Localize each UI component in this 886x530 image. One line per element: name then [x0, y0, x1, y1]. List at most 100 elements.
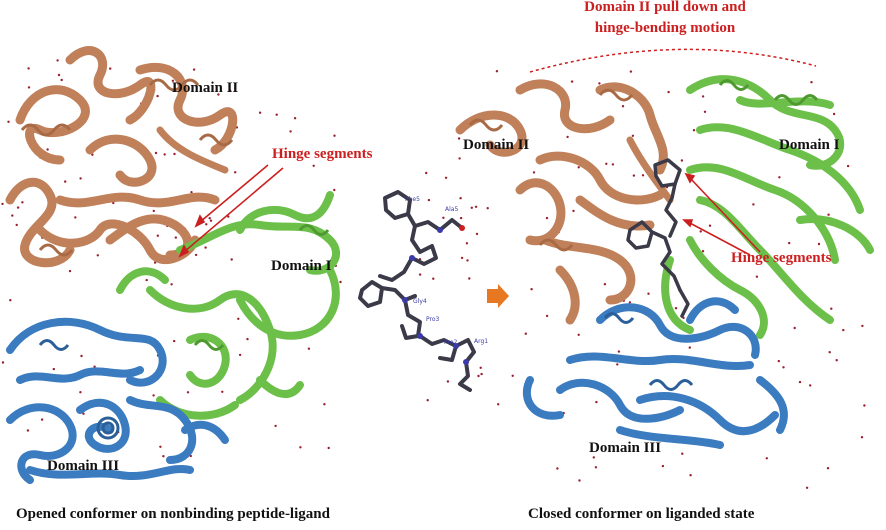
- water-dot: [810, 81, 813, 84]
- water-dot: [699, 230, 702, 233]
- left-hinge-arrows: [178, 164, 284, 258]
- water-dot: [246, 337, 249, 341]
- water-dot: [495, 70, 499, 73]
- water-dot: [68, 269, 72, 273]
- water-dot: [578, 479, 581, 482]
- water-dot: [74, 216, 77, 219]
- water-dot: [274, 424, 277, 428]
- water-dot: [708, 224, 712, 227]
- water-dot: [826, 467, 830, 470]
- water-dot: [333, 134, 336, 137]
- water-dot: [572, 209, 575, 213]
- right-bound-ligand: [626, 158, 690, 318]
- water-dot: [40, 418, 44, 421]
- title-line-1: Domain II pull down and: [584, 0, 746, 15]
- figure-title: Domain II pull down and hinge-bending mo…: [540, 0, 790, 39]
- transition-arrow: [487, 284, 509, 308]
- water-dot: [145, 278, 148, 282]
- left-caption: Opened conformer on nonbinding peptide-l…: [16, 506, 330, 522]
- water-dot: [577, 166, 580, 169]
- water-dot: [827, 213, 830, 216]
- right-protein: [455, 75, 874, 449]
- water-dot: [777, 359, 780, 363]
- water-dot: [680, 159, 684, 162]
- right-domain-ii-label: Domain II: [463, 137, 530, 153]
- water-dot: [333, 188, 336, 192]
- ligand-atoms: [402, 225, 469, 365]
- water-dot: [174, 236, 177, 239]
- right-domain-iii-label: Domain III: [589, 440, 662, 456]
- water-dot: [832, 112, 836, 116]
- water-dot: [238, 353, 242, 357]
- water-dot: [830, 307, 833, 310]
- water-dot: [205, 223, 208, 226]
- water-dot: [57, 73, 61, 77]
- water-dot: [152, 394, 155, 397]
- water-dot: [21, 201, 24, 204]
- water-dot: [530, 288, 533, 291]
- water-dot: [595, 400, 598, 404]
- water-dot: [152, 209, 155, 213]
- motion-dashed-arc: [529, 48, 817, 73]
- water-dot: [327, 446, 330, 450]
- water-dot: [16, 206, 20, 209]
- left-domain-iii-label: Domain III: [47, 458, 120, 474]
- ligand-residue-label: Arg1: [474, 338, 489, 345]
- water-dot: [701, 95, 705, 98]
- water-dot: [163, 153, 166, 156]
- water-dot: [27, 86, 31, 89]
- right-hinge-arrows: [682, 172, 761, 256]
- water-dot: [299, 446, 302, 449]
- right-domain-i-label: Domain I: [779, 137, 840, 153]
- left-domain-i-label: Domain I: [271, 258, 332, 274]
- water-dot: [52, 367, 55, 371]
- right-domain-iii-helices: [603, 312, 694, 391]
- water-dot: [661, 464, 665, 468]
- water-dot: [46, 148, 49, 151]
- water-dot: [418, 273, 422, 276]
- water-dot: [817, 242, 821, 246]
- water-dot: [632, 174, 636, 177]
- water-dot: [681, 452, 684, 455]
- water-dot: [459, 216, 463, 220]
- right-caption: Closed conformer on liganded state: [528, 506, 755, 522]
- water-dot: [805, 486, 809, 489]
- right-domain-i-ribbon: [661, 75, 874, 339]
- left-domain-ii-helices: [20, 78, 234, 257]
- water-dot: [703, 110, 707, 114]
- water-dot: [861, 324, 864, 328]
- water-dot: [598, 82, 601, 85]
- water-dot: [9, 299, 12, 302]
- water-dot: [227, 215, 230, 218]
- water-dot: [828, 351, 831, 354]
- water-dot: [457, 137, 461, 140]
- water-dot: [570, 80, 574, 83]
- water-dot: [459, 197, 462, 200]
- water-dot: [621, 105, 625, 108]
- water-dot: [171, 79, 175, 83]
- water-dot: [466, 259, 469, 262]
- right-domain-ii-helices: [468, 88, 634, 252]
- water-dot: [109, 67, 112, 70]
- water-dot: [209, 219, 213, 222]
- water-dot: [96, 254, 100, 257]
- water-dot: [154, 151, 158, 155]
- water-dot: [1, 202, 4, 206]
- ligand-residue-label: Pro2: [444, 339, 458, 346]
- water-dot: [237, 317, 240, 320]
- water-dot: [667, 90, 670, 94]
- water-dot: [616, 363, 619, 366]
- water-dot: [842, 328, 845, 332]
- water-dot: [846, 164, 850, 168]
- water-dot: [192, 68, 196, 71]
- water-dot: [221, 390, 224, 393]
- water-dot: [217, 93, 220, 96]
- water-dot: [432, 277, 435, 280]
- water-dot: [611, 163, 615, 166]
- water-dot: [26, 429, 30, 432]
- ligand-residue-label: Gly4: [413, 298, 427, 305]
- water-dot: [782, 366, 785, 369]
- water-dot: [594, 466, 598, 469]
